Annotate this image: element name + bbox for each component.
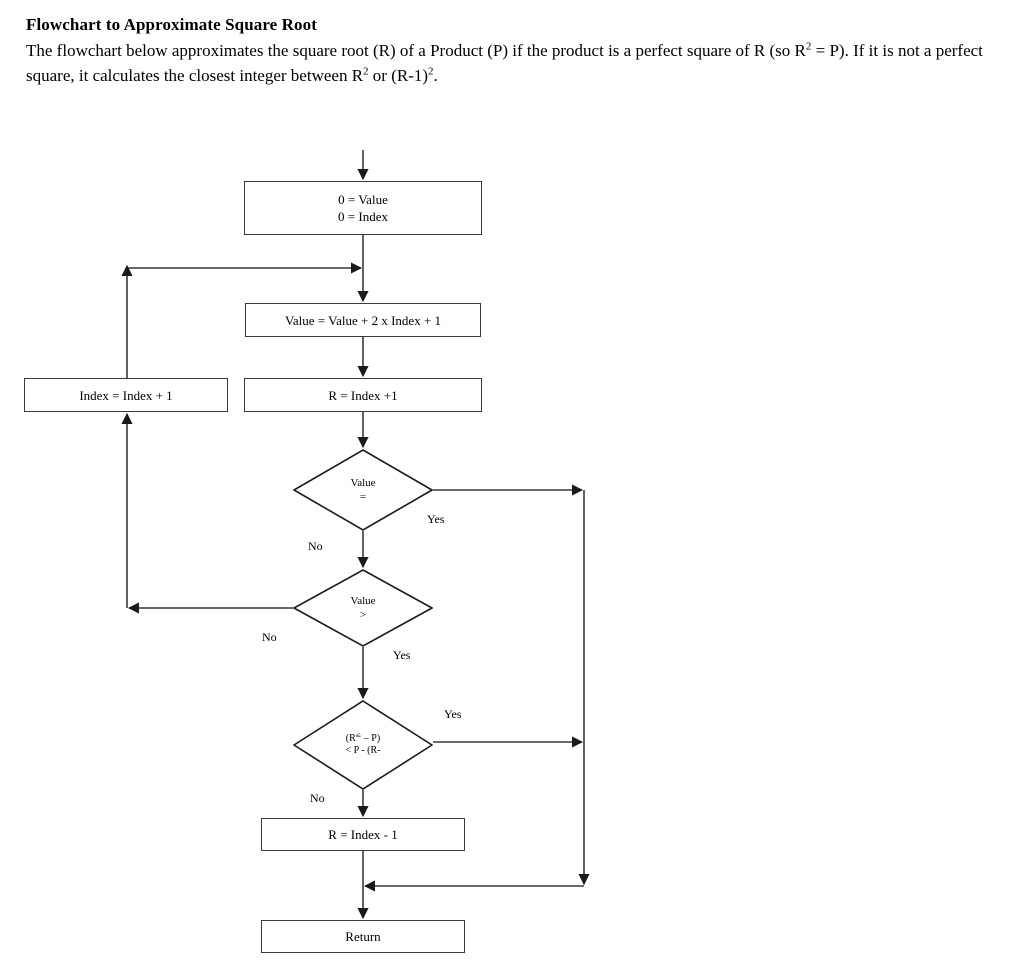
edge-label-square-yes: Yes bbox=[444, 707, 462, 721]
description-line-2-part-a: R (so R bbox=[753, 41, 806, 60]
decision-square-comparison-label: (R2 – P)< P - (R- bbox=[346, 733, 381, 757]
superscript-2-b: 2 bbox=[363, 65, 369, 78]
description-line-1: The flowchart below approximates the squ… bbox=[26, 41, 750, 60]
node-decision-square-comparison[interactable]: (R2 – P)< P - (R- bbox=[293, 700, 433, 790]
edge-label-greater-yes: Yes bbox=[393, 648, 411, 662]
superscript-2-a: 2 bbox=[805, 40, 812, 53]
description-line-2-part-d: . bbox=[433, 66, 438, 85]
diamond-shape-icon bbox=[293, 569, 433, 647]
superscript-2-c: 2 bbox=[428, 65, 434, 78]
diamond-shape-icon bbox=[293, 449, 433, 531]
diamond-shape-icon bbox=[293, 700, 433, 790]
node-return[interactable]: Return bbox=[261, 920, 465, 953]
edge-label-square-no: No bbox=[310, 791, 325, 805]
node-value-update[interactable]: Value = Value + 2 x Index + 1 bbox=[245, 303, 481, 337]
node-r-equals-index-plus-one[interactable]: R = Index +1 bbox=[244, 378, 482, 412]
description-line-2-part-c: or (R-1) bbox=[368, 66, 429, 85]
page-description: The flowchart below approximates the squ… bbox=[26, 38, 996, 88]
edge-label-greater-no: No bbox=[262, 630, 277, 644]
superscript-2-formula: 2 bbox=[355, 733, 362, 740]
node-initialize-value-index[interactable]: 0 = Value 0 = Index bbox=[244, 181, 482, 235]
decision-value-greater-label: Value > bbox=[350, 595, 376, 621]
edge-label-equal-yes: Yes bbox=[427, 512, 445, 526]
node-index-increment[interactable]: Index = Index + 1 bbox=[24, 378, 228, 412]
node-r-equals-index-minus-one[interactable]: R = Index - 1 bbox=[261, 818, 465, 851]
node-decision-value-equals[interactable]: Value = bbox=[293, 449, 433, 531]
document-header: Flowchart to Approximate Square Root The… bbox=[26, 14, 996, 88]
description-line-2-part-b: = P). If it is not a perfect square, it … bbox=[26, 41, 983, 85]
decision-value-equals-label: Value = bbox=[350, 477, 376, 503]
page-title: Flowchart to Approximate Square Root bbox=[26, 15, 318, 34]
edge-label-equal-no: No bbox=[308, 539, 323, 553]
node-decision-value-greater[interactable]: Value > bbox=[293, 569, 433, 647]
